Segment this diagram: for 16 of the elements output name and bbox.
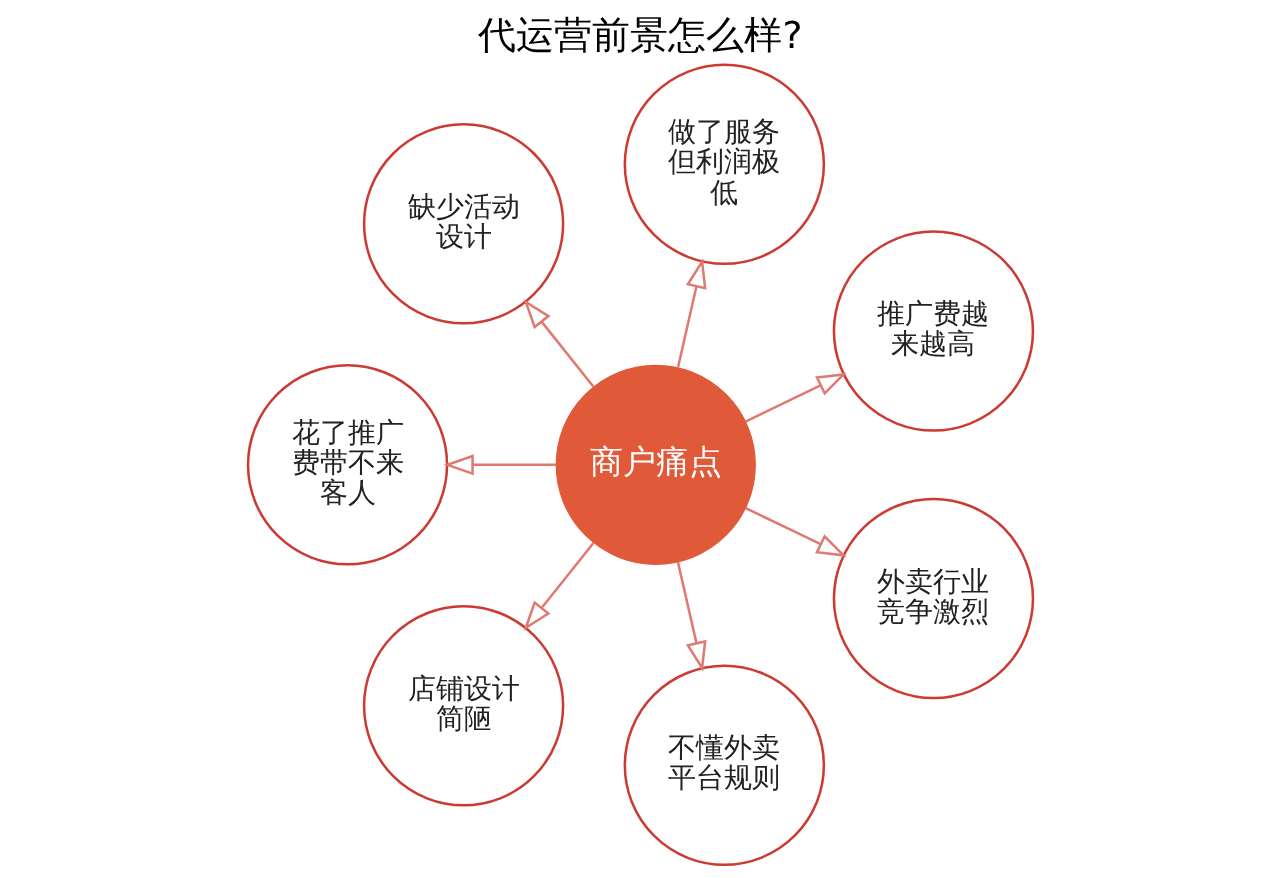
arrow	[443, 454, 556, 476]
node-circle: 商户痛点	[555, 364, 756, 565]
diagram-title: 代运营前景怎么样?	[477, 13, 803, 58]
arrow	[744, 506, 847, 557]
node-circle: 花了推广费带不来客人	[246, 364, 448, 566]
node-circle: 做了服务但利润极低	[623, 63, 825, 266]
arrow	[676, 561, 707, 672]
arrow	[676, 257, 707, 368]
arrow	[522, 541, 595, 631]
node-circle: 不懂外卖平台规则	[623, 664, 825, 867]
arrow	[744, 372, 847, 423]
arrow	[522, 298, 595, 388]
node-circle: 推广费越来越高	[832, 230, 1034, 432]
node-circle: 店铺设计简陋	[362, 605, 564, 807]
node-circle: 缺少活动设计	[362, 123, 564, 325]
node-circle: 外卖行业竞争激烈	[832, 497, 1034, 700]
